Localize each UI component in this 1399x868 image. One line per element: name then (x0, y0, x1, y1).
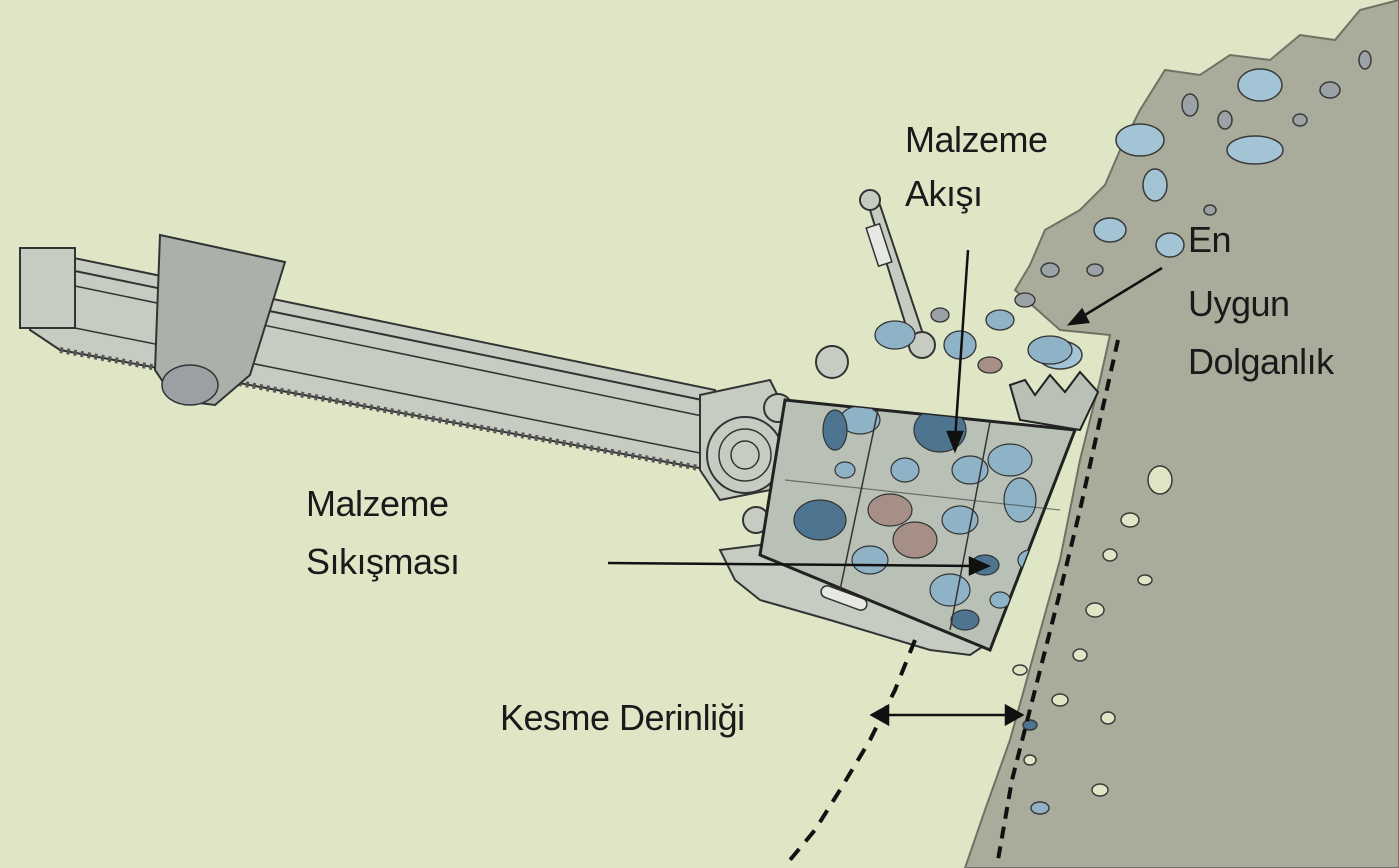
label-cutting-depth: Kesme Derinliği (500, 696, 745, 740)
label-optimal-fill-line2: Uygun (1188, 282, 1290, 326)
label-material-jam-line1: Malzeme (306, 482, 449, 526)
label-optimal-fill-line1: En (1188, 218, 1231, 262)
label-optimal-fill-line3: Dolganlık (1188, 340, 1334, 384)
label-material-flow-line1: Malzeme (905, 118, 1048, 162)
label-material-jam-line2: Sıkışması (306, 540, 460, 584)
label-material-flow-line2: Akışı (905, 172, 983, 216)
